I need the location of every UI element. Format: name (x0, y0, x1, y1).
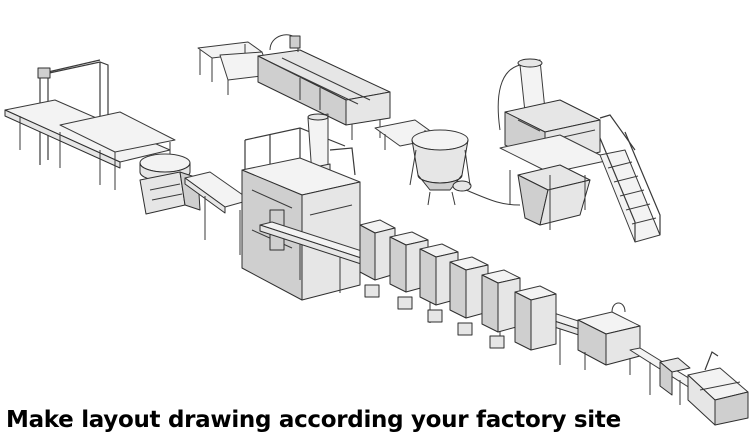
packing-tower (241, 113, 361, 301)
transfer-pipe (465, 189, 521, 206)
output-conveyor (629, 347, 701, 405)
output-table (687, 351, 749, 426)
sealing-tunnel (577, 302, 641, 375)
mixing-drum (409, 129, 472, 206)
tunnel-conveyor-top (197, 34, 391, 140)
lower-bins (364, 284, 505, 349)
filling-station-6 (514, 285, 557, 351)
infeed-conveyor (4, 99, 176, 190)
transfer-conveyor (184, 171, 251, 255)
turntable-unit (139, 153, 201, 215)
access-stairs (599, 131, 661, 243)
mixer-platform (497, 58, 636, 230)
caption-text: Make layout drawing according your facto… (6, 407, 621, 433)
filling-station-5 (481, 269, 521, 333)
